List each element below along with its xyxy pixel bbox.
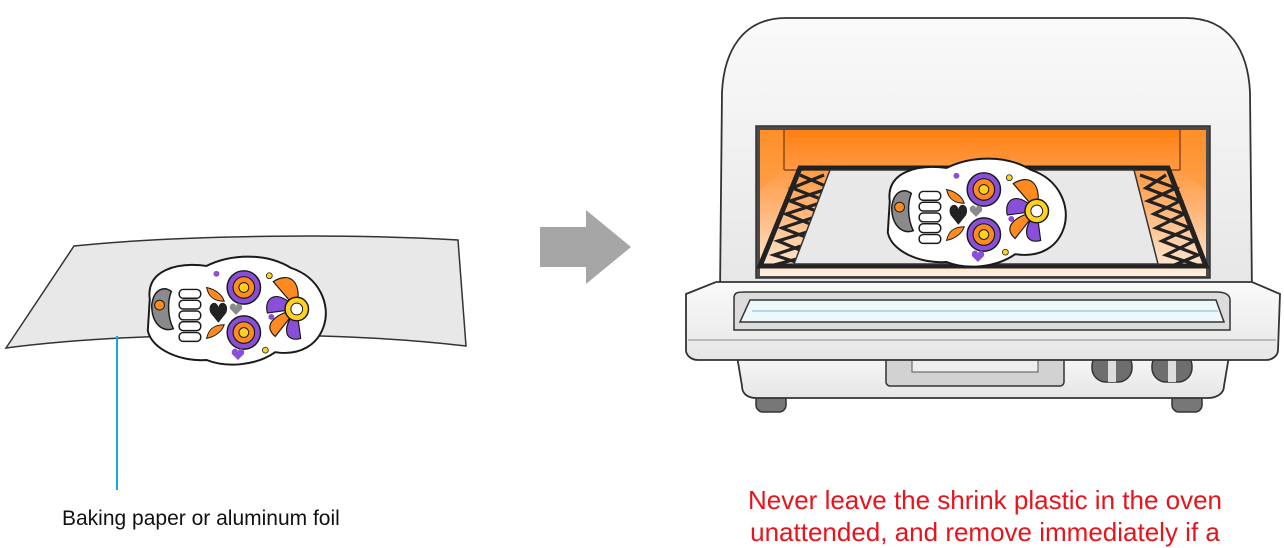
sugar-skull-icon [148, 257, 326, 365]
right-arrow-icon [540, 210, 631, 284]
warning-text: Never leave the shrink plastic in the ov… [690, 484, 1280, 548]
sugar-skull-in-oven-icon [888, 159, 1066, 267]
paper-label: Baking paper or aluminum foil [62, 507, 340, 531]
